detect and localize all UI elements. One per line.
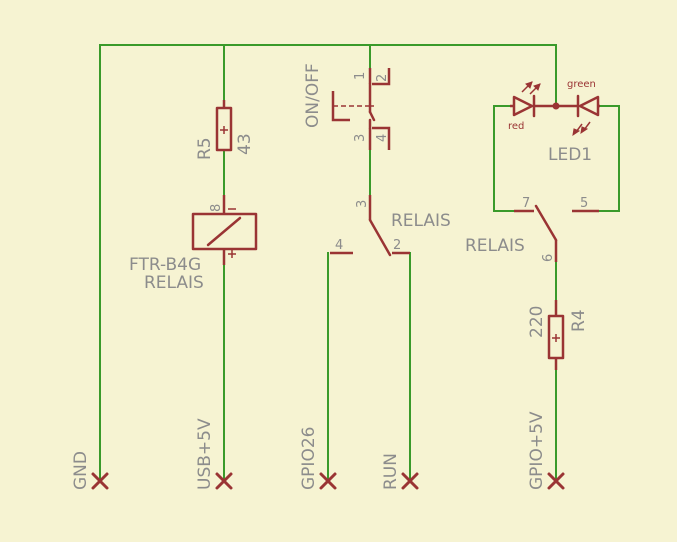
switch-pin1-label: 1 xyxy=(353,72,368,80)
relay-coil: 8 FTR-B4G RELAIS xyxy=(129,195,258,293)
pin-gpio26: GPIO26 xyxy=(299,427,337,490)
coil-pin8-label: 8 xyxy=(209,204,224,212)
on-off-switch: ON/OFF 1 2 3 4 xyxy=(303,63,391,150)
pin-gpio5v: GPIO+5V xyxy=(527,411,565,490)
wires xyxy=(99,44,620,479)
r5-value-label: 43 xyxy=(235,133,255,155)
resistor-r5: R5 43 xyxy=(195,100,255,160)
led-green-loop-wire xyxy=(598,105,620,212)
gnd-label: GND xyxy=(71,451,91,490)
led-red-label: red xyxy=(508,121,524,132)
pin-usb5v: USB+5V xyxy=(195,418,233,490)
switch-pin4-label: 4 xyxy=(375,134,390,142)
contact-b-pin5-label: 5 xyxy=(580,196,588,211)
run-label: RUN xyxy=(381,453,401,490)
contact-b-pin6-label: 6 xyxy=(541,254,556,262)
relay-contact-b: 7 5 6 RELAIS xyxy=(465,196,599,262)
r4-name-label: R4 xyxy=(569,309,589,332)
usb5v-label: USB+5V xyxy=(195,418,215,490)
contact-a-name-label: RELAIS xyxy=(391,211,451,231)
led-green: green xyxy=(556,79,600,137)
r5-name-label: R5 xyxy=(195,137,215,160)
relay-contact-a: 3 4 2 RELAIS xyxy=(330,195,451,257)
contact-a-pin2-label: 2 xyxy=(393,238,401,253)
led-red: red xyxy=(508,81,556,132)
contact-a-pin4-label: 4 xyxy=(335,238,343,253)
contact-a-pin3-label: 3 xyxy=(355,200,370,208)
r4-value-label: 220 xyxy=(527,306,547,338)
gpio26-label: GPIO26 xyxy=(299,427,319,490)
switch-name-label: ON/OFF xyxy=(303,63,323,128)
switch-pin3-label: 3 xyxy=(353,134,368,142)
pin-gnd: GND xyxy=(71,451,109,490)
coil-name-label: RELAIS xyxy=(144,273,204,293)
coil-type-label: FTR-B4G xyxy=(129,255,201,275)
led-junction-dot xyxy=(552,102,560,110)
led1: red green LED1 xyxy=(508,79,600,165)
contact-b-pin7-label: 7 xyxy=(522,196,530,211)
led-name-label: LED1 xyxy=(548,145,592,165)
gpio5v-label: GPIO+5V xyxy=(527,411,547,490)
led-green-label: green xyxy=(567,79,596,90)
pin-run: RUN xyxy=(381,453,419,490)
switch-pin2-label: 2 xyxy=(375,74,390,82)
resistor-r4: 220 R4 xyxy=(527,300,589,370)
contact-b-name-label: RELAIS xyxy=(465,236,525,256)
led-red-loop-wire xyxy=(493,105,515,212)
